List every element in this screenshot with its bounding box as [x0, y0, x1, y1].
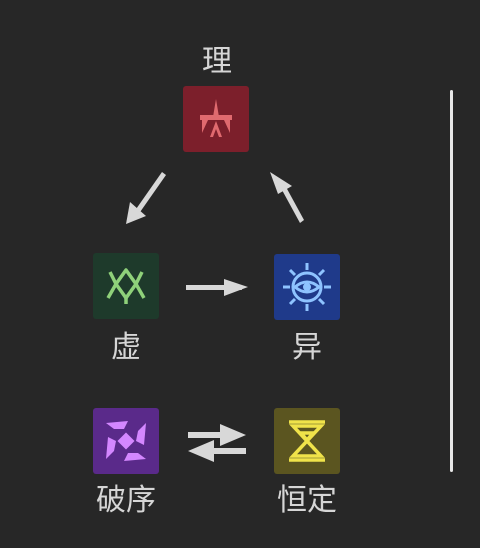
arrow-xu-to-yi [186, 279, 248, 296]
tile-xu[interactable] [93, 253, 159, 319]
tile-yi[interactable] [274, 254, 340, 320]
label-li: 理 [202, 44, 232, 79]
reason-icon [200, 99, 232, 137]
tile-poxu[interactable] [93, 408, 159, 474]
label-hengding: 恒定 [277, 483, 337, 518]
label-yi: 异 [292, 330, 322, 365]
label-poxu: 破序 [96, 483, 156, 518]
tile-li[interactable] [183, 86, 249, 152]
arrow-li-to-xu [126, 172, 166, 224]
scrollbar[interactable] [450, 90, 453, 472]
chaos-icon [106, 421, 146, 461]
void-icon [106, 268, 146, 304]
arrow-poxu-hengding [188, 424, 246, 462]
tile-hengding[interactable] [274, 408, 340, 474]
anomaly-icon [283, 263, 331, 311]
constant-icon [288, 420, 326, 462]
label-xu: 虚 [111, 330, 141, 365]
arrow-yi-to-li [270, 172, 304, 223]
